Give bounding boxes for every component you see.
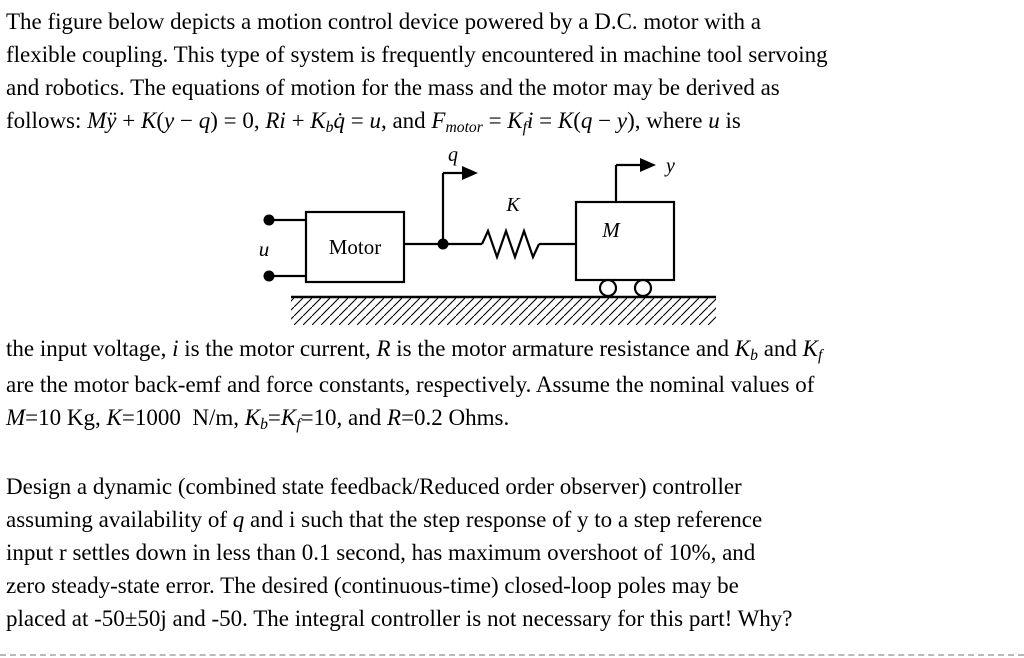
input-voltage-label: u (259, 237, 270, 261)
figure-motion-control-diagram: u Motor q (6, 145, 1016, 330)
ground (291, 295, 716, 325)
text-line: the input voltage, i is the motor curren… (6, 336, 823, 364)
q-arrowhead-icon (462, 166, 478, 180)
shaft (404, 238, 449, 250)
y-arrowhead-icon (640, 158, 656, 172)
q-arrow: q (441, 145, 478, 244)
text-line: Design a dynamic (combined state feedbac… (6, 474, 742, 499)
text-line: assuming availability of q and i such th… (6, 507, 763, 532)
document: The figure below depicts a motion contro… (6, 5, 1016, 635)
spring-constant-label: K (505, 194, 521, 216)
y-label: y (664, 155, 675, 177)
y-arrow: y (614, 155, 675, 202)
paragraph-intro: The figure below depicts a motion contro… (6, 5, 1016, 140)
text-line: are the motor back-emf and force constan… (6, 372, 815, 397)
motor-label: Motor (329, 235, 382, 259)
text-line: placed at -50±50j and -50. The integral … (6, 606, 793, 631)
page-edge-dashes (0, 654, 1024, 656)
motor-block: Motor (304, 210, 406, 284)
q-label: q (448, 145, 458, 166)
text-line: input r settles down in less than 0.1 se… (6, 540, 756, 565)
text-line: zero steady-state error. The desired (co… (6, 573, 739, 598)
text-line: M=10 Kg, K=1000 N/m, Kb=Kf=10, and R=0.2… (6, 405, 510, 433)
paragraph-gap (6, 437, 1016, 470)
wheel-right (633, 278, 653, 298)
text-line: The figure below depicts a motion contro… (6, 9, 761, 34)
text-line: and robotics. The equations of motion fo… (6, 75, 780, 100)
diagram-svg: u Motor q (259, 145, 716, 325)
text-line: follows: Mÿ + K(y − q) = 0, Ri + Kbq̇ = … (6, 108, 741, 136)
mass-label: M (601, 218, 621, 242)
spring: K (443, 194, 576, 261)
paragraph-design-task: Design a dynamic (combined state feedbac… (6, 470, 1016, 635)
input-terminals: u (259, 214, 306, 282)
paragraph-parameters: the input voltage, i is the motor curren… (6, 332, 1016, 437)
wheel-left (598, 278, 618, 298)
mass-block: M (574, 200, 676, 298)
text-line: flexible coupling. This type of system i… (6, 42, 828, 67)
